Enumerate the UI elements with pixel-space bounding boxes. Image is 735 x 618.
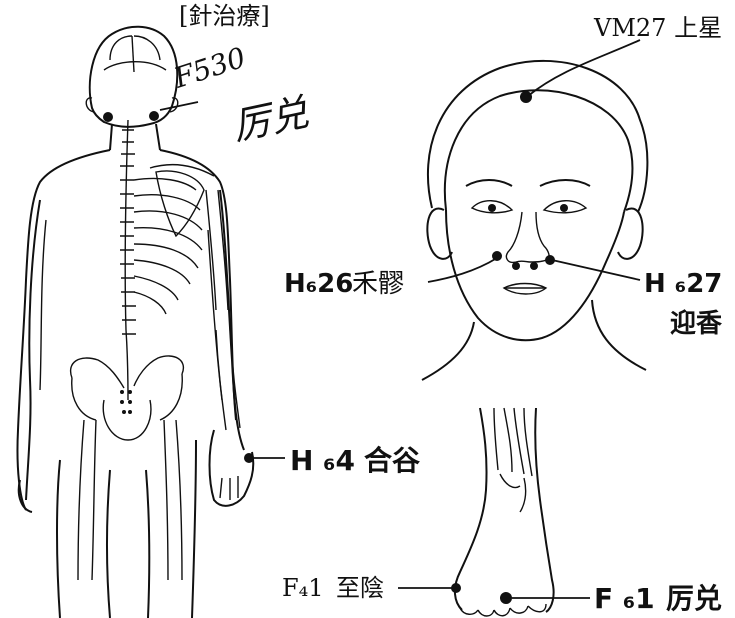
- acupoint-neck-left: [103, 112, 113, 122]
- acupoint-neck-right: [149, 111, 159, 121]
- sacrum: [120, 390, 132, 414]
- label-f4-1-code: F₄1: [282, 574, 324, 602]
- label-h6-27-code: H ₆27: [644, 269, 722, 299]
- acupoint-f6-1-dot: [500, 592, 512, 604]
- label-vm27: VM27 上星: [593, 14, 722, 42]
- label-h6-26-name: 禾髎: [352, 269, 404, 299]
- label-h6-27-name: 迎香: [670, 308, 722, 339]
- spine-vertebrae: [120, 130, 136, 334]
- leader-h6-26: [428, 258, 497, 282]
- acupoint-f4-1-dot: [451, 583, 461, 593]
- label-h6-4-code: H ₆4: [290, 444, 355, 477]
- face-figure: [422, 61, 647, 380]
- rib-cage: [134, 178, 202, 314]
- acupoint-h6-4-dot: [244, 453, 254, 463]
- handwritten-point-name: 厉兑: [229, 90, 313, 149]
- handwritten-code: F530: [169, 41, 249, 95]
- leader-h6-27: [552, 260, 640, 280]
- foot-figure: [451, 408, 554, 616]
- label-h6-4-name: 合谷: [364, 444, 421, 477]
- label-f6-1-code: F ₆1: [594, 582, 655, 615]
- label-f6-1-name: 厉兑: [666, 582, 722, 615]
- handwritten-note: F530 厉兑: [169, 41, 312, 149]
- label-f4-1-name: 至陰: [336, 574, 384, 602]
- acupoint-vm27-dot: [520, 91, 532, 103]
- back-body-figure: [17, 27, 254, 618]
- label-h6-26-code: H₆26: [284, 269, 353, 299]
- diagram-title: [針治療]: [179, 2, 270, 30]
